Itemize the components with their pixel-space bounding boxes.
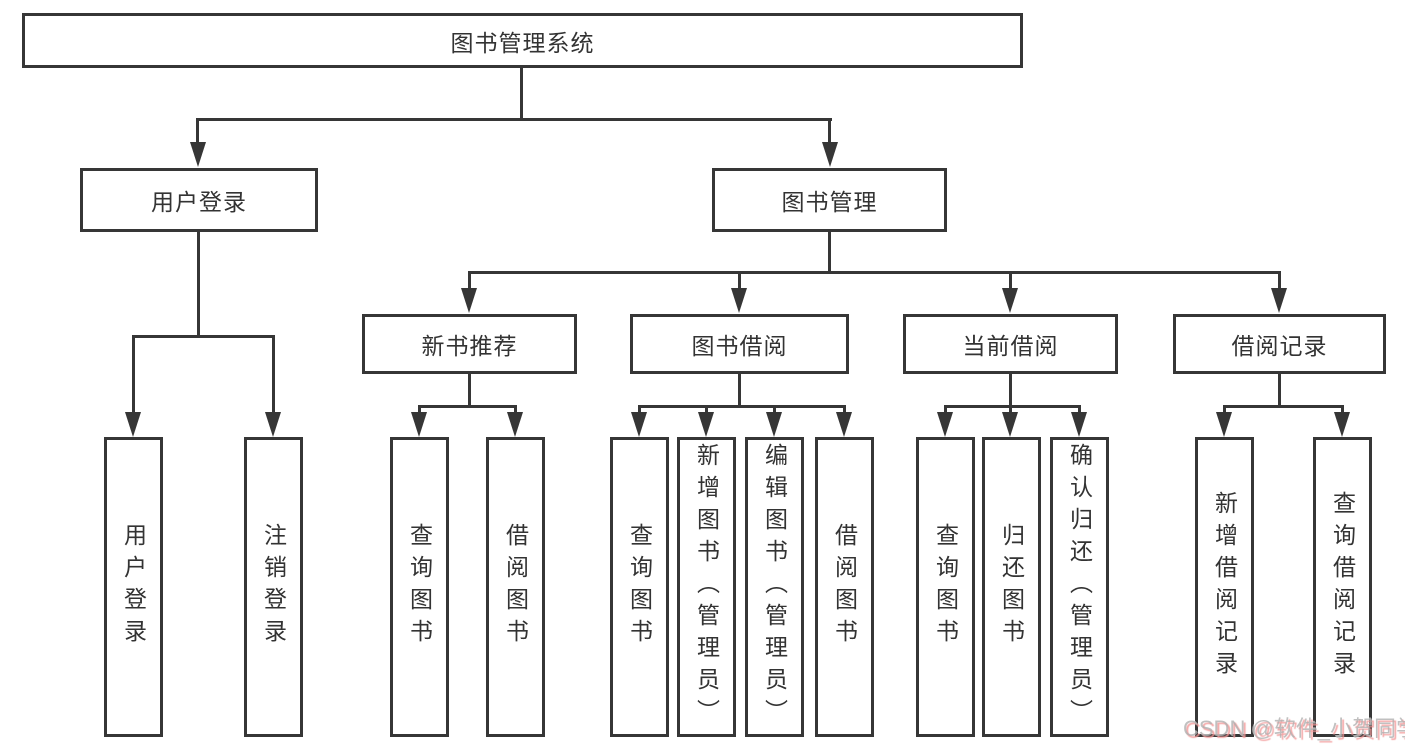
connector-book-management-branch: [468, 271, 1281, 274]
arrow-down-icon: [731, 288, 747, 313]
leaf-user-login-label: 用户登录: [120, 523, 147, 651]
connector-drop: [705, 405, 708, 416]
leaf-confirm-return-admin-label: 确认归还（管理员）: [1066, 443, 1093, 731]
connector-book-management-stub: [828, 232, 831, 274]
leaf-query-books-current: 查询图书: [916, 437, 975, 737]
connector-new-book-branch: [418, 405, 517, 408]
leaf-logout-label: 注销登录: [260, 523, 287, 651]
node-new-book-recommend: 新书推荐: [362, 314, 577, 374]
arrow-down-icon: [1002, 412, 1018, 437]
leaf-borrow-books: 借阅图书: [815, 437, 874, 737]
node-current-borrowing-label: 当前借阅: [962, 333, 1059, 359]
connector-drop: [944, 405, 947, 416]
connector-drop-book-management: [828, 118, 831, 146]
arrow-down-icon: [1071, 412, 1087, 437]
leaf-add-borrow-record: 新增借阅记录: [1195, 437, 1254, 737]
connector-drop-book-borrowing: [738, 271, 741, 291]
node-book-management-label: 图书管理: [781, 189, 878, 215]
leaf-query-books-current-label: 查询图书: [932, 523, 959, 651]
leaf-edit-books-admin-label: 编辑图书（管理员）: [761, 443, 788, 731]
arrow-down-icon: [125, 412, 141, 437]
connector-book-borrowing-branch: [638, 405, 846, 408]
leaf-borrow-books-recommend-label: 借阅图书: [502, 523, 529, 651]
connector-root-branch: [197, 118, 832, 121]
connector-current-borrowing-stub: [1009, 374, 1012, 408]
arrow-down-icon: [190, 142, 206, 167]
arrow-down-icon: [461, 288, 477, 313]
arrow-down-icon: [507, 412, 523, 437]
connector-drop-user-login: [196, 118, 199, 146]
node-new-book-recommend-label: 新书推荐: [421, 333, 518, 359]
arrow-down-icon: [265, 412, 281, 437]
leaf-confirm-return-admin: 确认归还（管理员）: [1050, 437, 1109, 737]
arrow-down-icon: [631, 412, 647, 437]
node-borrowing-records: 借阅记录: [1173, 314, 1386, 374]
connector-drop-leaf-user-login: [132, 335, 135, 415]
arrow-down-icon: [1271, 288, 1287, 313]
arrow-down-icon: [822, 142, 838, 167]
node-library-system: 图书管理系统: [22, 13, 1023, 68]
leaf-borrow-books-recommend: 借阅图书: [486, 437, 545, 737]
node-book-management: 图书管理: [712, 168, 947, 232]
arrow-down-icon: [836, 412, 852, 437]
leaf-query-borrow-record: 查询借阅记录: [1313, 437, 1372, 737]
arrow-down-icon: [1216, 412, 1232, 437]
node-book-borrowing-label: 图书借阅: [691, 333, 788, 359]
node-user-login-label: 用户登录: [151, 189, 247, 215]
arrow-down-icon: [766, 412, 782, 437]
leaf-borrow-books-label: 借阅图书: [831, 523, 858, 651]
node-current-borrowing: 当前借阅: [903, 314, 1118, 374]
leaf-add-books-admin: 新增图书（管理员）: [677, 437, 736, 737]
connector-current-borrowing-branch: [944, 405, 1081, 408]
leaf-add-borrow-record-label: 新增借阅记录: [1211, 491, 1238, 683]
connector-drop-current-borrowing: [1009, 271, 1012, 291]
connector-borrowing-records-branch: [1223, 405, 1344, 408]
leaf-query-borrow-record-label: 查询借阅记录: [1329, 491, 1356, 683]
connector-book-borrowing-stub: [738, 374, 741, 408]
connector-drop: [843, 405, 846, 416]
connector-user-login-stub: [197, 232, 200, 338]
connector-drop: [1341, 405, 1344, 416]
connector-drop: [1223, 405, 1226, 416]
connector-drop-borrowing-records: [1278, 271, 1281, 291]
leaf-logout: 注销登录: [244, 437, 303, 737]
node-book-borrowing: 图书借阅: [630, 314, 849, 374]
arrow-down-icon: [1002, 288, 1018, 313]
leaf-query-books-recommend-label: 查询图书: [406, 523, 433, 651]
connector-user-login-branch: [132, 335, 275, 338]
arrow-down-icon: [1334, 412, 1350, 437]
arrow-down-icon: [698, 412, 714, 437]
leaf-return-books: 归还图书: [982, 437, 1041, 737]
arrow-down-icon: [411, 412, 427, 437]
connector-new-book-stub: [468, 374, 471, 408]
connector-drop-new-book-recommend: [468, 271, 471, 291]
arrow-down-icon: [937, 412, 953, 437]
connector-drop: [514, 405, 517, 416]
connector-drop: [773, 405, 776, 416]
leaf-query-books-recommend: 查询图书: [390, 437, 449, 737]
connector-drop: [1009, 405, 1012, 416]
connector-root-stub: [520, 68, 523, 121]
connector-drop: [418, 405, 421, 416]
connector-drop-leaf-logout: [272, 335, 275, 415]
connector-borrowing-records-stub: [1278, 374, 1281, 408]
csdn-watermark: CSDN @软件_小贺同学: [1183, 716, 1405, 741]
connector-drop: [638, 405, 641, 416]
leaf-return-books-label: 归还图书: [998, 523, 1025, 651]
node-borrowing-records-label: 借阅记录: [1231, 333, 1328, 359]
node-user-login: 用户登录: [80, 168, 318, 232]
leaf-query-books-borrowing: 查询图书: [610, 437, 669, 737]
leaf-user-login: 用户登录: [104, 437, 163, 737]
leaf-edit-books-admin: 编辑图书（管理员）: [745, 437, 804, 737]
node-library-system-label: 图书管理系统: [450, 29, 595, 56]
leaf-add-books-admin-label: 新增图书（管理员）: [693, 443, 720, 731]
connector-drop: [1078, 405, 1081, 416]
leaf-query-books-borrowing-label: 查询图书: [626, 523, 653, 651]
